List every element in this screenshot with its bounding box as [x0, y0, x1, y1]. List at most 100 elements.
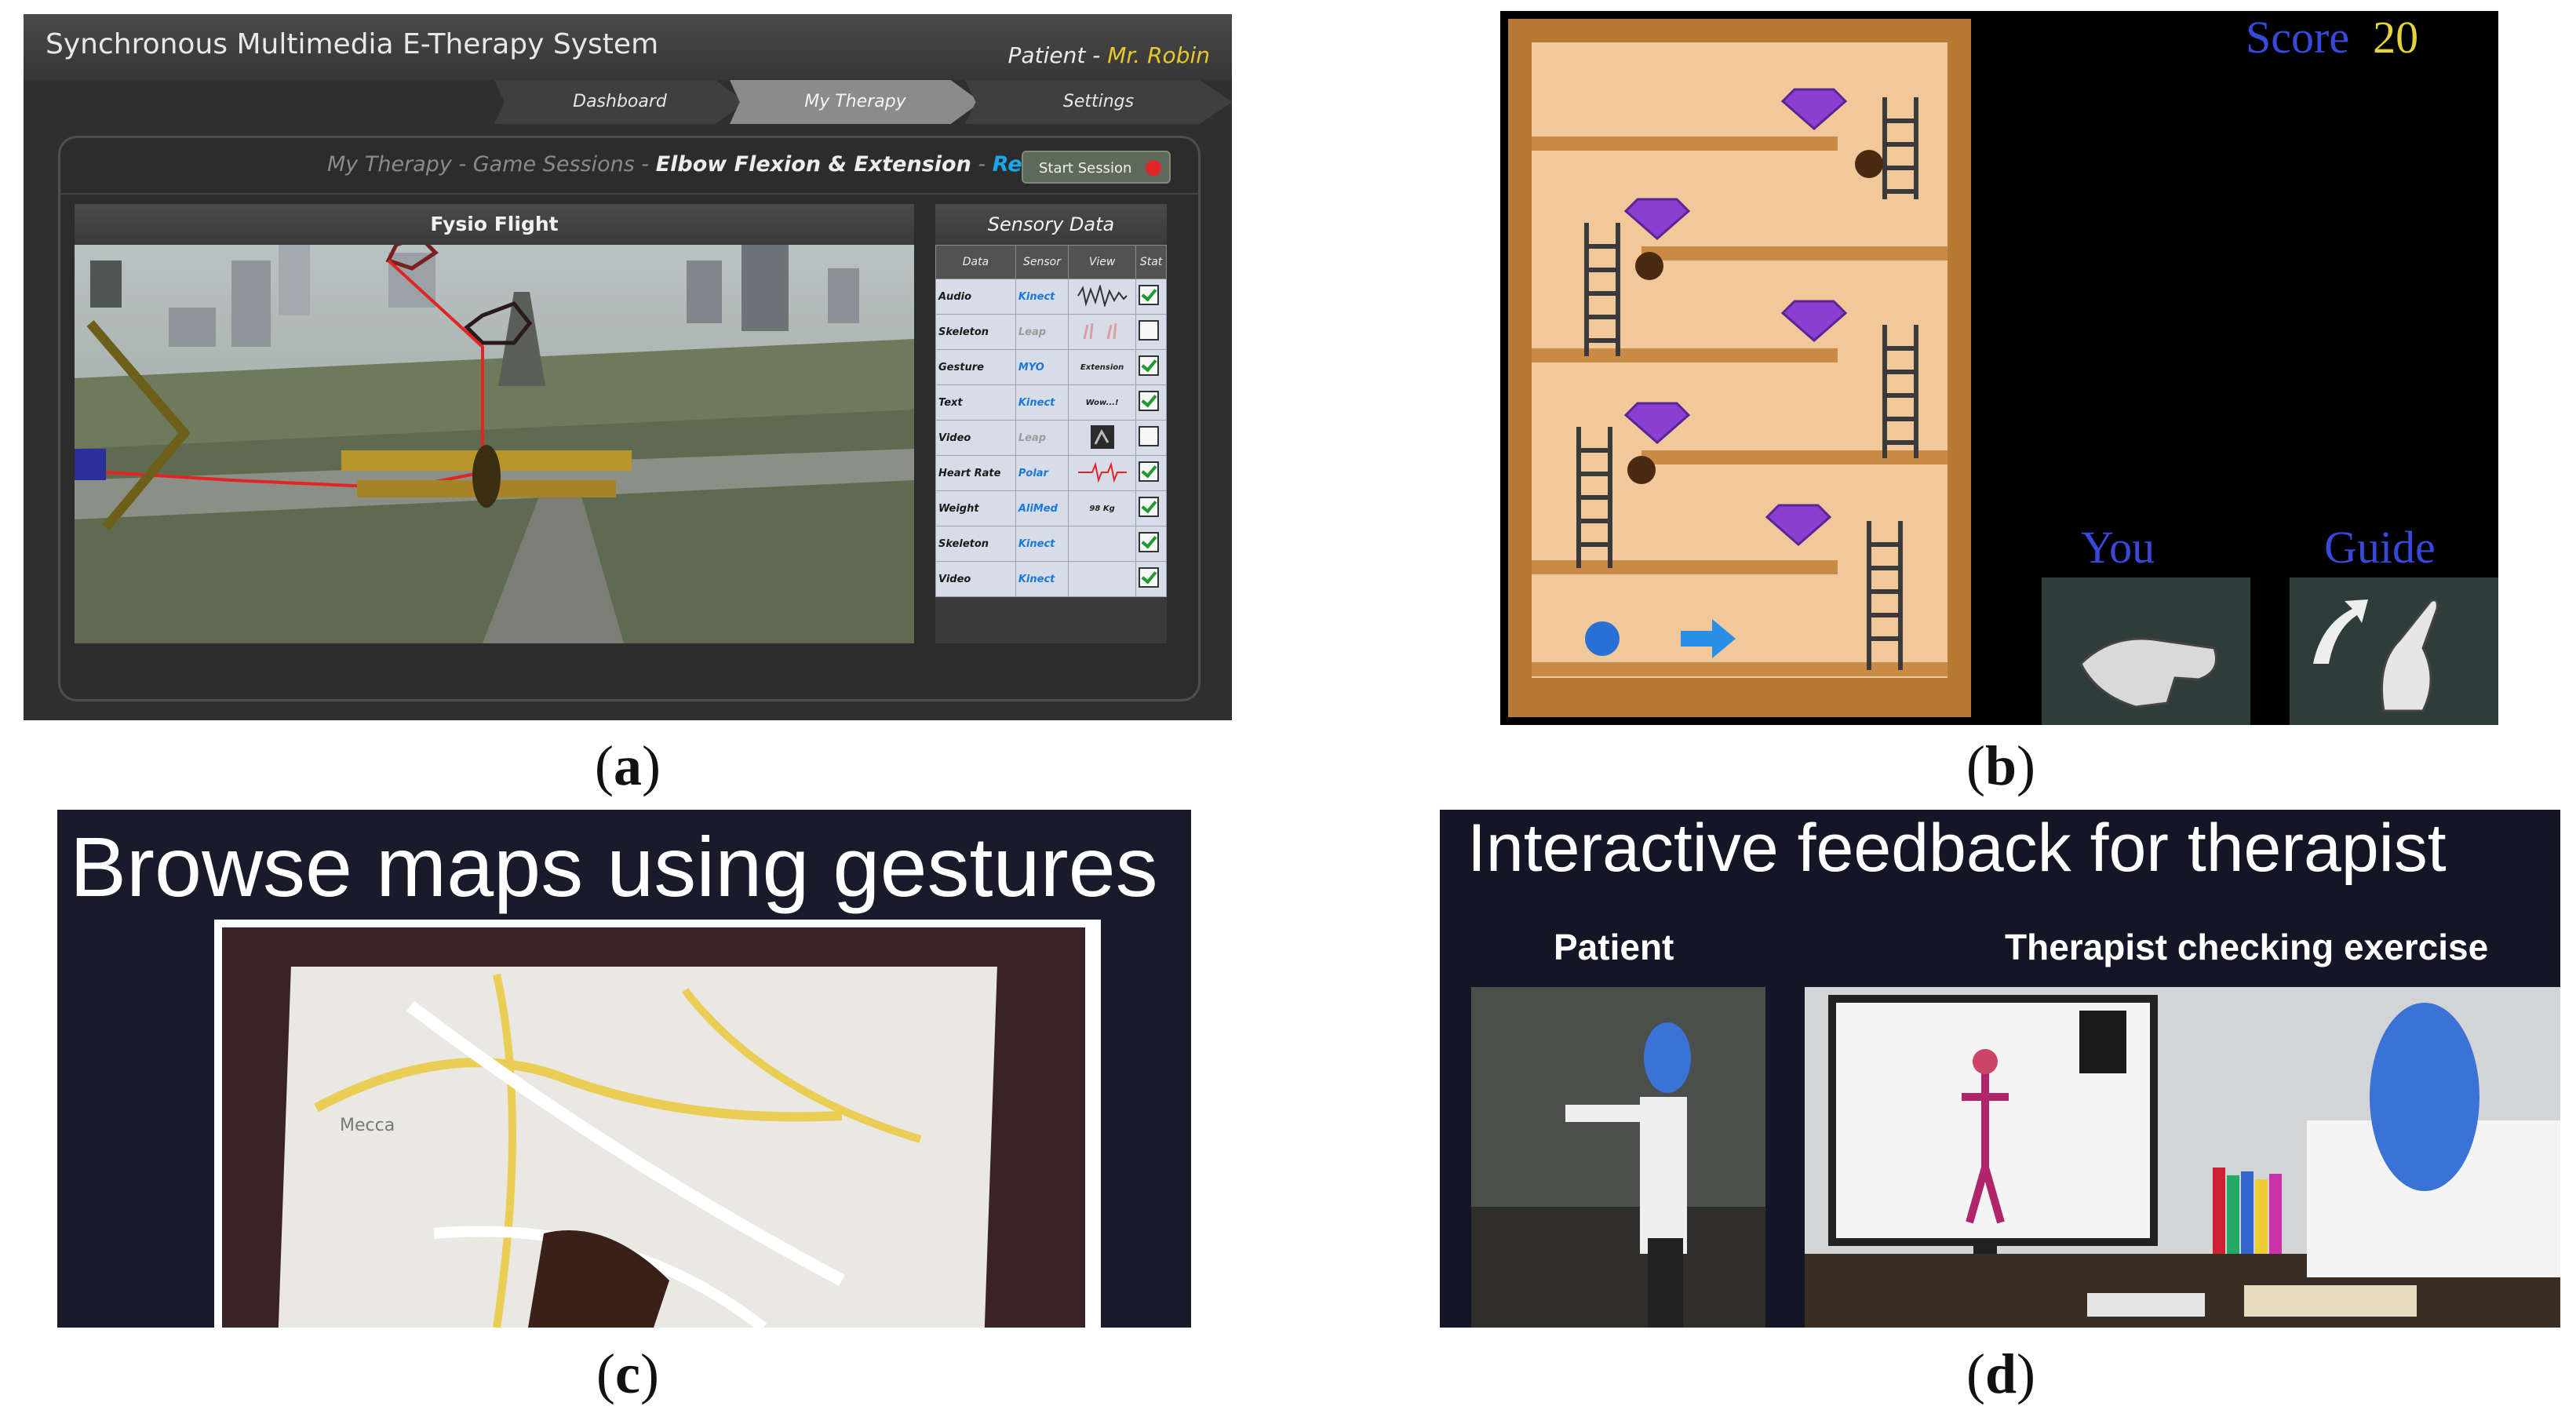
cell-stat — [1135, 349, 1167, 385]
cell-stat — [1135, 526, 1167, 562]
start-session-button[interactable]: Start Session — [1022, 151, 1171, 184]
caption-c: (c) — [596, 1342, 659, 1405]
score-label: Score — [2246, 12, 2350, 63]
breadcrumb: My Therapy - Game Sessions - Elbow Flexi… — [327, 152, 1099, 177]
stat-checkbox[interactable] — [1139, 461, 1160, 482]
cell-view — [1068, 526, 1137, 562]
cell-sensor: Leap — [1015, 314, 1069, 350]
patient-indicator: Patient - Mr. Robin — [1008, 42, 1210, 68]
cell-data: Heart Rate — [935, 455, 1016, 491]
cell-sensor: Polar — [1015, 455, 1069, 491]
app-titlebar: Synchronous Multimedia E-Therapy System … — [24, 14, 1232, 80]
table-row: Gesture MYO Extension — [935, 349, 1167, 385]
stat-checkbox[interactable] — [1139, 391, 1160, 411]
score-display: Score 20 — [2246, 11, 2418, 64]
cell-stat — [1135, 384, 1167, 421]
tab-settings[interactable]: Settings — [965, 80, 1232, 124]
start-session-label: Start Session — [1039, 160, 1132, 177]
cell-view — [1068, 561, 1137, 597]
cell-view: Extension — [1068, 349, 1137, 385]
ladder-game-board[interactable] — [1500, 11, 1979, 725]
cell-stat — [1135, 561, 1167, 597]
panel-a-etherapy-app: Synchronous Multimedia E-Therapy System … — [24, 14, 1232, 720]
patient-video[interactable] — [1471, 987, 1765, 1328]
stat-checkbox[interactable] — [1139, 285, 1160, 305]
panel-d-heading: Interactive feedback for therapist — [1467, 811, 2447, 886]
cell-data: Weight — [935, 490, 1016, 526]
stat-checkbox[interactable] — [1139, 567, 1160, 588]
patient-name: Mr. Robin — [1107, 42, 1210, 68]
table-header-row: Data Sensor View Stat — [935, 245, 1167, 279]
cell-data: Skeleton — [935, 526, 1016, 562]
table-row: Skeleton Kinect — [935, 526, 1167, 562]
caption-a: (a) — [595, 734, 661, 797]
caption-d: (d) — [1966, 1342, 2035, 1405]
map-label-mecca: Mecca — [340, 1116, 395, 1135]
game-view: Fysio Flight — [75, 204, 914, 643]
score-value: 20 — [2373, 12, 2419, 63]
hand-up-icon — [2313, 599, 2439, 712]
game-title: Fysio Flight — [75, 204, 914, 245]
cell-data: Text — [935, 384, 1016, 421]
cell-data: Video — [935, 420, 1016, 456]
cell-view: 98 Kg — [1068, 490, 1137, 526]
breadcrumb-bar: My Therapy - Game Sessions - Elbow Flexi… — [60, 138, 1198, 195]
flight-scene-image[interactable] — [75, 245, 914, 643]
cell-stat — [1135, 490, 1167, 526]
caption-b: (b) — [1966, 734, 2035, 797]
stat-checkbox[interactable] — [1139, 320, 1160, 341]
gesture-map-photo[interactable] — [57, 920, 1191, 1328]
patient-label: Patient — [1554, 927, 1674, 967]
table-row: Text Kinect Wow...! — [935, 384, 1167, 421]
player-icon — [1585, 621, 1620, 656]
heartbeat-icon — [1068, 455, 1137, 491]
sensory-data-panel: Sensory Data Data Sensor View Stat Audio… — [935, 204, 1167, 643]
guide-label: Guide — [2324, 522, 2436, 573]
cell-stat — [1135, 279, 1167, 315]
cell-stat — [1135, 314, 1167, 350]
col-data: Data — [935, 245, 1016, 279]
therapist-label: Therapist checking exercise — [2005, 927, 2489, 967]
guide-hand-view — [2290, 577, 2498, 725]
col-view: View — [1068, 245, 1137, 279]
cell-sensor: MYO — [1015, 349, 1069, 385]
cell-stat — [1135, 455, 1167, 491]
breadcrumb-current: Elbow Flexion & Extension — [655, 152, 971, 177]
breadcrumb-parent[interactable]: My Therapy - Game Sessions - — [327, 152, 656, 177]
cell-data: Skeleton — [935, 314, 1016, 350]
cell-view: Wow...! — [1068, 384, 1137, 421]
table-row: Heart Rate Polar — [935, 455, 1167, 491]
main-nav: Dashboard My Therapy Settings — [494, 80, 1232, 124]
table-row: Weight AliMed 98 Kg — [935, 490, 1167, 526]
stat-checkbox[interactable] — [1139, 426, 1160, 446]
cell-sensor: AliMed — [1015, 490, 1069, 526]
sensory-data-title: Sensory Data — [935, 204, 1167, 245]
sensory-data-table: Data Sensor View Stat Audio Kinect — [935, 245, 1167, 597]
cell-sensor: Kinect — [1015, 279, 1069, 315]
col-stat: Stat — [1135, 245, 1167, 279]
table-row: Skeleton Leap — [935, 314, 1167, 350]
table-row: Video Leap — [935, 420, 1167, 456]
stat-checkbox[interactable] — [1139, 497, 1160, 517]
table-row: Audio Kinect — [935, 279, 1167, 315]
cell-sensor: Kinect — [1015, 526, 1069, 562]
session-panel: My Therapy - Game Sessions - Elbow Flexi… — [58, 136, 1201, 701]
cell-data: Gesture — [935, 349, 1016, 385]
stat-checkbox[interactable] — [1139, 532, 1160, 552]
stat-checkbox[interactable] — [1139, 355, 1160, 376]
arrow-right-icon — [1681, 619, 1736, 658]
therapist-video[interactable] — [1805, 987, 2560, 1328]
cell-data: Video — [935, 561, 1016, 597]
tab-dashboard[interactable]: Dashboard — [494, 80, 745, 124]
panel-d-therapist-feedback: Interactive feedback for therapist Patie… — [1440, 810, 2560, 1328]
breadcrumb-sep: - — [971, 152, 993, 177]
you-hand-view — [2042, 577, 2250, 725]
app-title: Synchronous Multimedia E-Therapy System — [46, 28, 659, 60]
cell-data: Audio — [935, 279, 1016, 315]
video-thumbnail-icon — [1068, 420, 1137, 456]
hand-gesture — [528, 1230, 669, 1328]
tab-my-therapy[interactable]: My Therapy — [730, 80, 981, 124]
panel-c-gesture-maps: Browse maps using gestures Mecca — [57, 810, 1191, 1328]
patient-label: Patient - — [1007, 42, 1108, 68]
